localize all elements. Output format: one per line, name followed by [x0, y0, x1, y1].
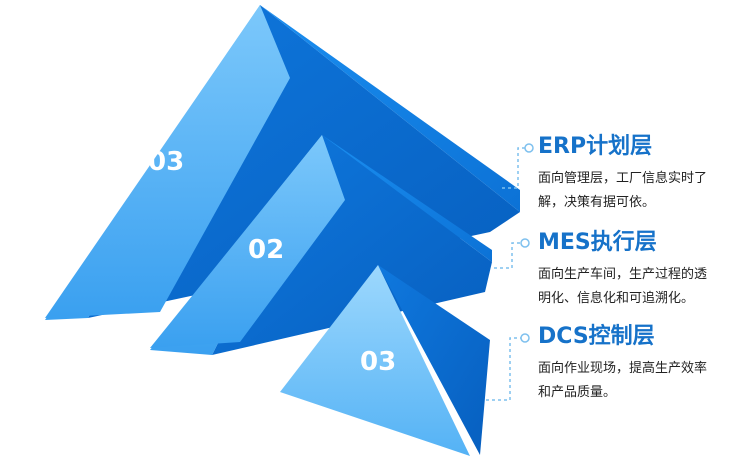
tier-erp-desc-line-2: 解，决策有据可依。: [538, 195, 656, 210]
tier-mes-desc-line-1: 面向生产车间，生产过程的透: [538, 267, 708, 282]
pyramid-medium-top-face: [322, 135, 492, 262]
pyramid-small-dark-face: [378, 265, 490, 455]
pyramid-small: [280, 265, 490, 456]
tier-mes-title: MES执行层: [538, 230, 657, 255]
pyramid-medium-front: [150, 135, 345, 348]
pyramid-large-top-face: [260, 5, 520, 212]
tier-mes-desc-line-2: 明化、信息化和可追溯化。: [538, 291, 695, 306]
tier-dcs-title: DCS控制层: [538, 324, 655, 349]
connector-mes: [494, 242, 524, 269]
tier-dcs-block: DCS控制层 面向作业现场，提高生产效率 和产品质量。: [538, 323, 750, 405]
tier-number-3: 03: [360, 347, 396, 377]
pyramid-large-front: [45, 5, 290, 318]
tier-dcs-description: 面向作业现场，提高生产效率 和产品质量。: [538, 357, 750, 405]
connector-erp: [502, 147, 528, 189]
tier-mes-description: 面向生产车间，生产过程的透 明化、信息化和可追溯化。: [538, 263, 750, 311]
connector-mes-dot: [520, 238, 530, 248]
connector-erp-dot: [524, 143, 534, 153]
tier-number-2: 02: [248, 235, 284, 265]
tier-erp-description: 面向管理层，工厂信息实时了 解，决策有据可依。: [538, 167, 750, 215]
tier-number-1: 03: [148, 147, 184, 177]
connector-dcs: [486, 337, 524, 401]
tier-erp-title: ERP计划层: [538, 134, 653, 159]
tier-dcs-desc-line-2: 和产品质量。: [538, 385, 617, 400]
tier-mes-block: MES执行层 面向生产车间，生产过程的透 明化、信息化和可追溯化。: [538, 229, 750, 311]
tier-erp-block: ERP计划层 面向管理层，工厂信息实时了 解，决策有据可依。: [538, 133, 750, 215]
tier-erp-desc-line-1: 面向管理层，工厂信息实时了: [538, 171, 708, 186]
pyramid-small-light-face: [280, 265, 470, 456]
connector-dcs-dot: [520, 333, 530, 343]
tier-dcs-desc-line-1: 面向作业现场，提高生产效率: [538, 361, 708, 376]
